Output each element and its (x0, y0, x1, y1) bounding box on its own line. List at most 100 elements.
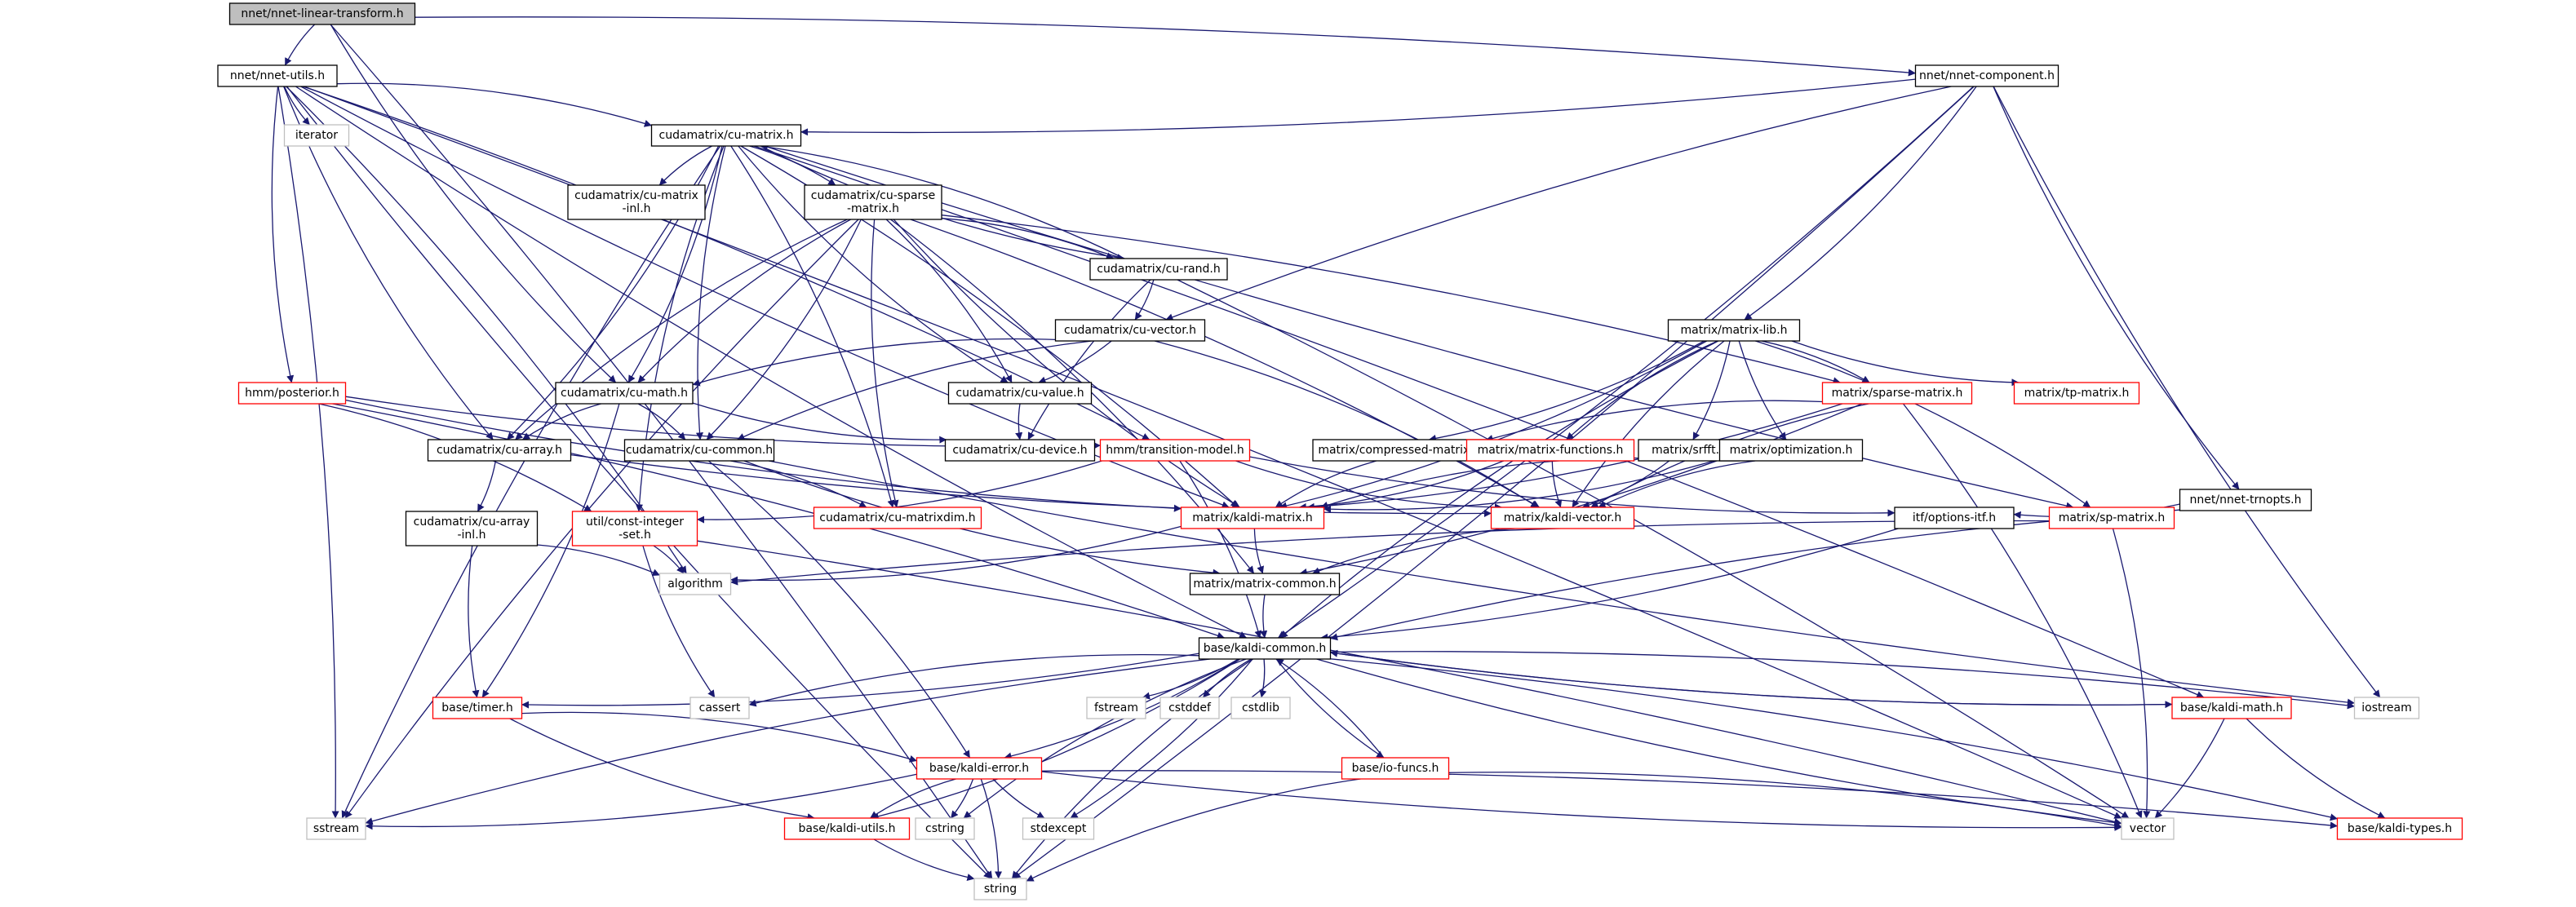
node-timer[interactable]: base/timer.h (432, 697, 523, 719)
node-matrix-functions[interactable]: matrix/matrix-functions.h (1465, 439, 1635, 462)
edge-root-to-cu_math (330, 24, 617, 383)
node-cu-device[interactable]: cudamatrix/cu-device.h (944, 439, 1096, 462)
node-label: base/kaldi-error.h (929, 762, 1029, 775)
node-label: -inl.h (622, 202, 650, 215)
edge-matrix_lib-to-tp_matrix (1791, 340, 2020, 387)
edge-matrix_functions-to-kaldi_vector (1551, 460, 1563, 508)
edge-options_itf-to-kaldi_common (1320, 528, 1899, 641)
node-nnet-trnopts[interactable]: nnet/nnet-trnopts.h (2179, 489, 2312, 511)
node-box (1312, 439, 1487, 462)
edge-matrix_lib-to-sp_matrix (1755, 340, 2091, 508)
node-cu-rand[interactable]: cudamatrix/cu-rand.h (1089, 258, 1228, 281)
node-box (1718, 439, 1864, 462)
node-kaldi-math[interactable]: base/kaldi-math.h (2171, 697, 2292, 719)
edge-cu_sparse-to-kaldi_matrix (893, 219, 1240, 508)
node-kaldi-vector[interactable]: matrix/kaldi-vector.h (1490, 507, 1635, 529)
node-compressed-matrix[interactable]: matrix/compressed-matrix.h (1312, 439, 1487, 462)
edge-kaldi_common-to-string (1011, 658, 1254, 879)
edge-sp_matrix-to-vector (2112, 528, 2151, 819)
node-root[interactable]: nnet/nnet-linear-transform.h (228, 2, 416, 25)
node-hmm-posterior[interactable]: hmm/posterior.h (237, 382, 347, 405)
node-nnet-utils[interactable]: nnet/nnet-utils.h (217, 64, 338, 87)
node-options-itf[interactable]: itf/options-itf.h (1894, 507, 2015, 529)
edge-kaldi_error-to-string (980, 778, 1003, 879)
edge-nnet_component-to-cu_matrix (800, 78, 1916, 136)
edge-cu_matrix-to-cu_value (738, 145, 1009, 383)
node-box (658, 573, 732, 595)
edge-compressed_matrix-to-kaldi_matrix (1275, 460, 1377, 508)
node-cu-value[interactable]: cudamatrix/cu-value.h (947, 382, 1093, 405)
node-const-integer-set[interactable]: util/const-integer-set.h (571, 511, 698, 546)
node-cu-array[interactable]: cudamatrix/cu-array.h (427, 439, 572, 462)
node-nnet-component[interactable]: nnet/nnet-component.h (1914, 64, 2059, 87)
node-box (567, 184, 706, 220)
node-kaldi-matrix[interactable]: matrix/kaldi-matrix.h (1180, 507, 1325, 529)
node-matrix-common[interactable]: matrix/matrix-common.h (1189, 573, 1341, 595)
node-matrix-lib[interactable]: matrix/matrix-lib.h (1667, 319, 1801, 342)
edge-matrix_lib-to-optimization (1738, 340, 1787, 440)
edge-nnet_utils-to-algorithm (286, 86, 687, 574)
node-label: matrix/srfft.h (1652, 444, 1727, 457)
edge-kaldi_common-to-sstream (365, 658, 1211, 825)
edge-matrix_lib-to-srfft (1692, 340, 1731, 440)
node-io-funcs[interactable]: base/io-funcs.h (1341, 757, 1450, 780)
node-box (944, 439, 1096, 462)
edge-kaldi_common-to-kaldi_types (1330, 658, 2338, 821)
node-cu-sparse[interactable]: cudamatrix/cu-sparse-matrix.h (804, 184, 942, 220)
node-label: cstring (925, 822, 964, 835)
edge-cu_sparse-to-cu_rand (941, 218, 1114, 259)
node-box (2179, 489, 2312, 511)
node-label: cudamatrix/cu-matrixdim.h (819, 511, 975, 524)
edge-kaldi_common-to-fstream (1142, 658, 1239, 700)
edge-cu_value-to-cu_device (1015, 403, 1023, 440)
node-box (650, 124, 802, 147)
edge-root-to-nnet_component (415, 16, 1916, 77)
node-box (1089, 258, 1228, 281)
node-box (1022, 817, 1095, 840)
node-cu-matrix[interactable]: cudamatrix/cu-matrix.h (650, 124, 802, 147)
node-box (916, 757, 1043, 780)
node-label: base/kaldi-math.h (2180, 701, 2283, 715)
node-kaldi-utils[interactable]: base/kaldi-utils.h (783, 817, 911, 840)
node-cu-array-inl[interactable]: cudamatrix/cu-array-inl.h (405, 511, 539, 546)
node-cu-common[interactable]: cudamatrix/cu-common.h (623, 439, 775, 462)
edge-cu_common-to-kaldi_error (707, 460, 971, 759)
node-sparse-matrix[interactable]: matrix/sparse-matrix.h (1821, 382, 1973, 405)
node-kaldi-error[interactable]: base/kaldi-error.h (916, 757, 1043, 780)
edge-cu_common-to-matrix_common (743, 460, 1221, 577)
node-cstddef: cstddef (1159, 697, 1220, 719)
node-label: cudamatrix/cu-array.h (437, 444, 562, 457)
node-tp-matrix[interactable]: matrix/tp-matrix.h (2013, 382, 2140, 405)
node-label: matrix/matrix-lib.h (1680, 324, 1787, 337)
node-kaldi-common[interactable]: base/kaldi-common.h (1198, 637, 1332, 660)
edge-kaldi_error-to-sstream (365, 773, 917, 830)
node-label: nnet/nnet-component.h (1919, 69, 2055, 82)
edge-cu_vector-to-cu_math (692, 338, 1056, 387)
edge-kaldi_common-to-cassert (748, 653, 1199, 707)
node-label: sstream (313, 822, 359, 835)
edge-cu_rand-to-cu_device (1027, 279, 1151, 440)
node-optimization[interactable]: matrix/optimization.h (1718, 439, 1864, 462)
edge-cu_array_inl-to-timer (468, 545, 480, 698)
node-kaldi-types[interactable]: base/kaldi-types.h (2336, 817, 2463, 840)
node-label: util/const-integer (586, 515, 684, 529)
node-box (1465, 439, 1635, 462)
edge-kaldi_math-to-kaldi_types (2246, 718, 2386, 819)
node-transition-model[interactable]: hmm/transition-model.h (1099, 439, 1251, 462)
edge-kaldi_error-to-stdexcept (992, 778, 1045, 819)
node-cu-matrix-inl[interactable]: cudamatrix/cu-matrix-inl.h (567, 184, 706, 220)
edge-nnet_component-to-kaldi_common (1278, 86, 1975, 639)
node-cu-matrixdim[interactable]: cudamatrix/cu-matrixdim.h (813, 507, 982, 529)
node-box (1099, 439, 1251, 462)
node-box (2121, 817, 2175, 840)
edge-nnet_utils-to-kaldi_common (295, 86, 1248, 639)
edge-cu_math-to-cu_common (637, 403, 686, 440)
node-box (1341, 757, 1450, 780)
node-cu-vector[interactable]: cudamatrix/cu-vector.h (1054, 319, 1206, 342)
node-sp-matrix[interactable]: matrix/sp-matrix.h (2048, 507, 2175, 529)
node-cu-math[interactable]: cudamatrix/cu-math.h (555, 382, 694, 405)
node-label: cudamatrix/cu-matrix.h (659, 129, 794, 142)
edge-cu_matrix-to-cu_sparse (749, 145, 836, 186)
edge-optimization-to-kaldi_vector (1598, 460, 1756, 508)
node-box (1180, 507, 1325, 529)
